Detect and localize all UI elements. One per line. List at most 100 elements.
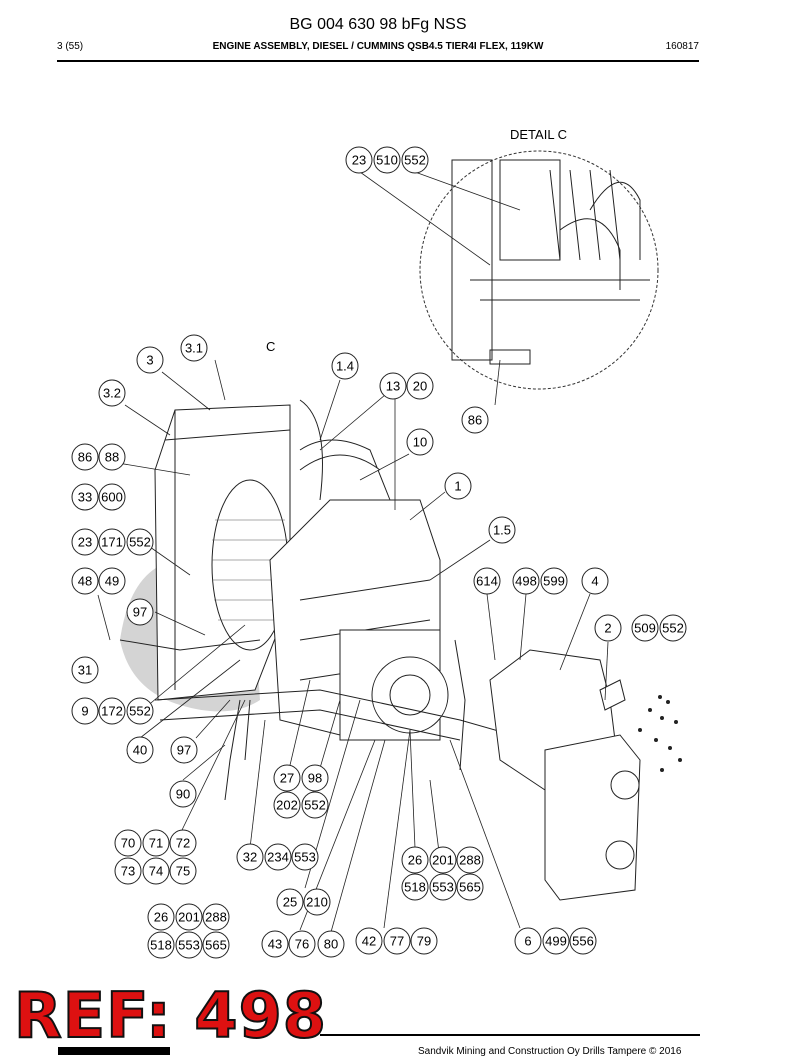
callout-circle <box>170 736 198 764</box>
leader-lines <box>97 171 609 933</box>
callout-circle <box>98 567 126 595</box>
callout-circle <box>631 614 659 642</box>
callout-509: 509 <box>631 614 659 642</box>
callout-73: 73 <box>114 857 142 885</box>
callout-circle <box>98 483 126 511</box>
callout-26: 26 <box>147 903 175 931</box>
callout-number: 75 <box>176 864 190 879</box>
callout-circle <box>301 764 329 792</box>
callout-number: 565 <box>459 880 481 895</box>
callout-number: 3.1 <box>185 341 203 356</box>
callout-553: 553 <box>175 931 203 959</box>
callout-number: 3 <box>146 353 153 368</box>
callout-number: 6 <box>524 934 531 949</box>
callout-number: 72 <box>176 836 190 851</box>
callout-79: 79 <box>410 927 438 955</box>
callout-number: 234 <box>267 850 289 865</box>
callout-76: 76 <box>288 930 316 958</box>
callout-97: 97 <box>170 736 198 764</box>
callout-circle <box>261 930 289 958</box>
callout-circle <box>142 857 170 885</box>
callout-13: 13 <box>379 372 407 400</box>
callout-number: 49 <box>105 574 119 589</box>
callout-97: 97 <box>126 598 154 626</box>
callout-number: 71 <box>149 836 163 851</box>
callout-circle <box>169 780 197 808</box>
callout-565: 565 <box>456 873 484 901</box>
callout-number: 288 <box>459 853 481 868</box>
callout-552: 552 <box>301 791 329 819</box>
callout-number: 498 <box>515 574 537 589</box>
callout-number: 1.4 <box>336 359 354 374</box>
callout-circle <box>383 927 411 955</box>
callout-circle <box>71 567 99 595</box>
callout-number: 210 <box>306 895 328 910</box>
callout-499: 499 <box>542 927 570 955</box>
callout-74: 74 <box>142 857 170 885</box>
callout-number: 32 <box>243 850 257 865</box>
callout-23: 23 <box>71 528 99 556</box>
callout-circle <box>98 697 126 725</box>
callout-number: 565 <box>205 938 227 953</box>
callout-number: 556 <box>572 934 594 949</box>
callout-circle <box>473 567 501 595</box>
callout-number: 518 <box>404 880 426 895</box>
callout-number: 13 <box>386 379 400 394</box>
callout-number: 10 <box>413 435 427 450</box>
sandvik-logo <box>58 1047 170 1055</box>
callout-77: 77 <box>383 927 411 955</box>
callout-288: 288 <box>202 903 230 931</box>
callout-number: 77 <box>390 934 404 949</box>
callout-number: 518 <box>150 938 172 953</box>
callout-circle <box>401 146 429 174</box>
callout-number: 88 <box>105 450 119 465</box>
callout-circle <box>659 614 687 642</box>
callout-number: 40 <box>133 743 147 758</box>
callout-86: 86 <box>71 443 99 471</box>
callout-49: 49 <box>98 567 126 595</box>
callout-1.5: 1.5 <box>488 516 516 544</box>
callout-circle <box>71 483 99 511</box>
callout-202: 202 <box>273 791 301 819</box>
callout-number: 552 <box>129 535 151 550</box>
callout-circle <box>273 791 301 819</box>
callout-circle <box>594 614 622 642</box>
callout-circle <box>373 146 401 174</box>
callout-1: 1 <box>444 472 472 500</box>
callout-number: 9 <box>81 704 88 719</box>
callout-circle <box>303 888 331 916</box>
callout-3: 3 <box>136 346 164 374</box>
callout-552: 552 <box>126 528 154 556</box>
callout-circle <box>98 379 126 407</box>
callout-circle <box>401 846 429 874</box>
callout-circle <box>114 829 142 857</box>
callout-3.1: 3.1 <box>180 334 208 362</box>
footer-rule <box>320 1034 700 1036</box>
callout-72: 72 <box>169 829 197 857</box>
callout-number: 553 <box>294 850 316 865</box>
callout-circle <box>461 406 489 434</box>
callout-circle <box>147 931 175 959</box>
callout-565: 565 <box>202 931 230 959</box>
callout-circle <box>126 736 154 764</box>
callout-number: 600 <box>101 490 123 505</box>
callout-number: 90 <box>176 787 190 802</box>
callout-circle <box>273 764 301 792</box>
callout-600: 600 <box>98 483 126 511</box>
callout-number: 86 <box>78 450 92 465</box>
callout-40: 40 <box>126 736 154 764</box>
callout-circle <box>429 873 457 901</box>
callout-number: 20 <box>413 379 427 394</box>
callout-80: 80 <box>317 930 345 958</box>
callout-circle <box>169 829 197 857</box>
callout-circle <box>71 443 99 471</box>
callout-circle <box>444 472 472 500</box>
callout-3.2: 3.2 <box>98 379 126 407</box>
callout-171: 171 <box>98 528 126 556</box>
callout-number: 23 <box>352 153 366 168</box>
callout-27: 27 <box>273 764 301 792</box>
transfer-case <box>489 649 641 901</box>
callout-number: 26 <box>408 853 422 868</box>
